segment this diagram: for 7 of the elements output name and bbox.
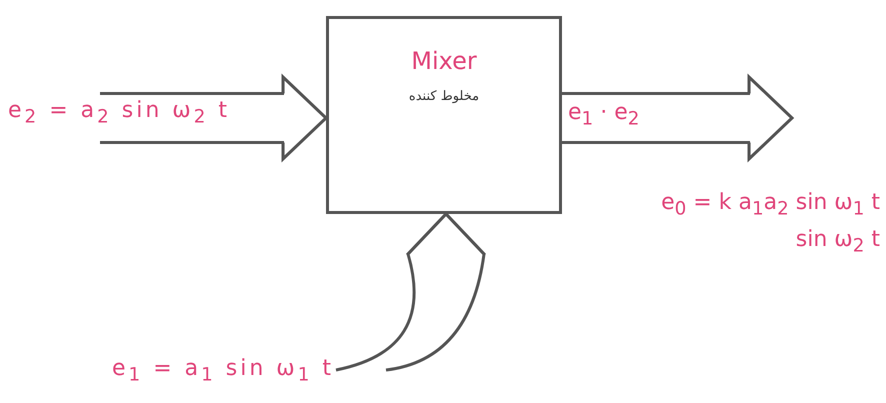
curved-block-arrow	[336, 212, 486, 372]
block-subtitle: مخلوط کننده	[408, 89, 480, 104]
signal-formula: e$_{1}$ = a$_{1}$ sin ω$_{1}$ t	[112, 355, 334, 388]
output-formula: e$_{0}$ = k a$_{1}$a$_{2}$ sin ω$_{1}$ t sin ω$_{2}$ t	[660, 189, 880, 258]
block-title: Mixer	[411, 47, 477, 75]
signal-formula: e$_{2}$ = a$_{2}$ sin ω$_{2}$ t	[8, 97, 232, 130]
mixer-box	[326, 16, 562, 214]
